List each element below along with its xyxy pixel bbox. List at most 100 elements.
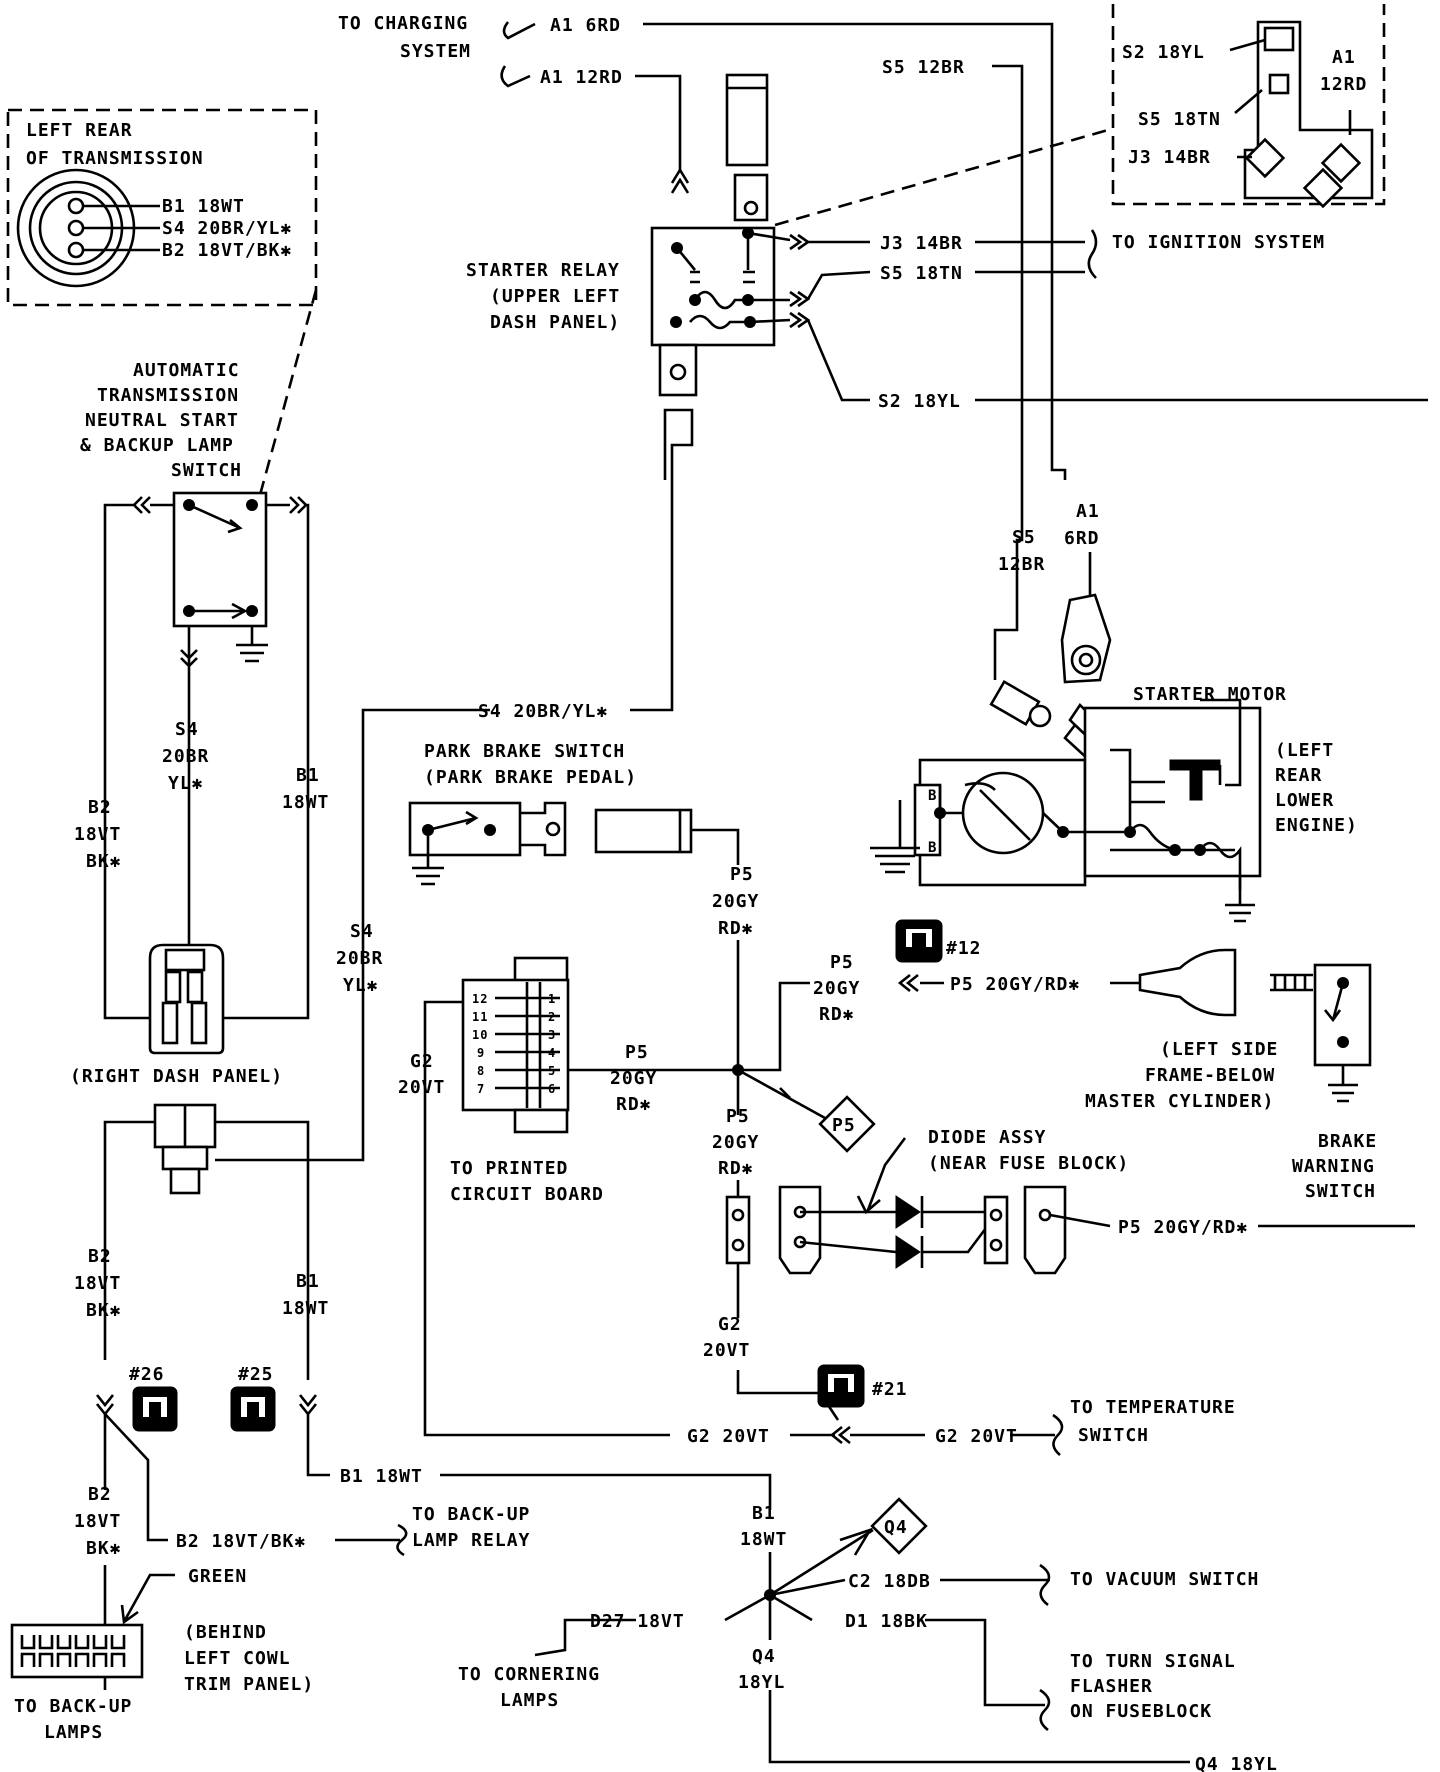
dash-panel-label: DASH PANEL) <box>490 312 620 333</box>
of-transmission-label: OF TRANSMISSION <box>26 148 204 169</box>
printed-label-2: CIRCUIT BOARD <box>450 1184 604 1205</box>
p5-label-a: P5 <box>730 864 754 885</box>
pcb-pin-6: 6 <box>548 1082 556 1096</box>
b2-label-c2: BK✱ <box>86 1300 122 1321</box>
pcb-pin-1: 1 <box>548 992 556 1006</box>
pcb-pin-4: 4 <box>548 1046 556 1060</box>
b2-lower-label-c: BK✱ <box>86 1538 122 1559</box>
printed-label-1: TO PRINTED <box>450 1158 568 1179</box>
b2-label-c: BK✱ <box>86 851 122 872</box>
p5-upper-c: RD✱ <box>819 1004 855 1025</box>
pcb-connector <box>423 956 670 1437</box>
pcb-pin-5: 5 <box>548 1064 556 1078</box>
starter-relay <box>650 226 811 397</box>
connector-21-icon <box>817 1364 865 1408</box>
g2-label-a: G2 <box>410 1051 434 1072</box>
g2-lower-b: 20VT <box>703 1340 750 1361</box>
s4-vertical-wire <box>630 408 694 712</box>
j3-14br-label: J3 14BR <box>880 233 963 254</box>
connector-25-label: #25 <box>238 1364 274 1385</box>
flasher-label: FLASHER <box>1070 1676 1153 1697</box>
wire-a1-6rd-label: A1 6RD <box>550 15 621 36</box>
left-side-frame-2: FRAME-BELOW <box>1145 1065 1275 1086</box>
auto-label-3: NEUTRAL START <box>85 410 239 431</box>
p5-lower-c: RD✱ <box>718 1158 754 1179</box>
auto-label-5: SWITCH <box>171 460 242 481</box>
pcb-pin-11: 11 <box>472 1010 488 1024</box>
d27-label: D27 18VT <box>590 1611 685 1632</box>
green-connector <box>10 1573 175 1679</box>
p5-right-label: P5 20GY/RD✱ <box>1118 1217 1248 1238</box>
relay-plug <box>725 73 769 222</box>
starter-motor-label: STARTER MOTOR <box>1133 684 1287 705</box>
brake-warning-2: WARNING <box>1292 1156 1375 1177</box>
brake-warning-switch <box>1138 948 1372 1103</box>
b1-q-label-a: B1 <box>752 1503 776 1524</box>
p5-upper-b: 20GY <box>813 978 860 999</box>
p5-20gy-rd-label: P5 20GY/RD✱ <box>950 974 1080 995</box>
a1-vertical-b: 6RD <box>1064 528 1100 549</box>
q4-junction <box>534 1527 1190 1764</box>
b2-label-b: 18VT <box>74 824 121 845</box>
svg-text:B: B <box>928 788 937 804</box>
behind-label-1: (BEHIND <box>184 1622 267 1643</box>
behind-label-2: LEFT COWL <box>184 1648 291 1669</box>
s4-mid-label-b: 20BR <box>336 948 383 969</box>
pin-b1-label: B1 18WT <box>162 196 245 217</box>
pcb-pin-8: 8 <box>477 1064 485 1078</box>
g2-lower-a: G2 <box>718 1314 742 1335</box>
system-label: SYSTEM <box>400 41 471 62</box>
pcb-pin-9: 9 <box>477 1046 485 1060</box>
lamp-relay-label: LAMP RELAY <box>412 1530 530 1551</box>
park-pedal-label: (PARK BRAKE PEDAL) <box>424 767 637 788</box>
s4-mid-label-a: S4 <box>350 921 374 942</box>
to-temp-label: TO TEMPERATURE <box>1070 1397 1236 1418</box>
lower-dash-connector <box>103 708 490 1380</box>
right-dash-label: (RIGHT DASH PANEL) <box>70 1066 283 1087</box>
left-rear-engine-4: ENGINE) <box>1275 815 1358 836</box>
c2-18db-label: C2 18DB <box>848 1571 931 1592</box>
neutral-start-switch <box>103 491 310 1020</box>
left-rear-engine-1: (LEFT <box>1275 740 1334 761</box>
g2-20vt-right-label: G2 20VT <box>935 1426 1018 1447</box>
connector-21-label: #21 <box>872 1379 908 1400</box>
starter-motor: B B <box>870 552 1262 923</box>
s4-label-b: 20BR <box>162 746 209 767</box>
b2-label-a2: B2 <box>88 1246 112 1267</box>
left-side-frame-3: MASTER CYLINDER) <box>1085 1091 1274 1112</box>
auto-label-1: AUTOMATIC <box>133 360 240 381</box>
inset-j3-label: J3 14BR <box>1128 147 1211 168</box>
brake-warning-3: SWITCH <box>1305 1181 1376 1202</box>
b1-label-b2: 18WT <box>282 1298 329 1319</box>
upper-left-label: (UPPER LEFT <box>490 286 620 307</box>
p5-diamond-icon <box>818 1095 876 1153</box>
b2-label-b2: 18VT <box>74 1273 121 1294</box>
pcb-p5-b: 20GY <box>610 1068 657 1089</box>
park-brake-label: PARK BRAKE SWITCH <box>424 741 625 762</box>
left-side-frame-1: (LEFT SIDE <box>1160 1039 1278 1060</box>
to-ignition-label: TO IGNITION SYSTEM <box>1112 232 1325 253</box>
p5-upper-a: P5 <box>830 952 854 973</box>
backup-lamp-wires <box>95 1394 772 1690</box>
b1-label-a2: B1 <box>296 1271 320 1292</box>
s5-vertical-a: S5 <box>1012 527 1036 548</box>
b1-q-label-b: 18WT <box>740 1529 787 1550</box>
s4-mid-label: S4 20BR/YL✱ <box>478 701 608 722</box>
lamps-label: LAMPS <box>44 1722 103 1743</box>
to-cornering-label: TO CORNERING <box>458 1664 600 1685</box>
b2-18vtbk-label: B2 18VT/BK✱ <box>176 1531 306 1552</box>
p5-lower-b: 20GY <box>712 1132 759 1153</box>
switch-label: SWITCH <box>1078 1425 1149 1446</box>
s2-18yl-label: S2 18YL <box>878 391 961 412</box>
pin-b2-label: B2 18VT/BK✱ <box>162 240 292 261</box>
transmission-inset <box>6 108 318 496</box>
p5-diamond-label: P5 <box>832 1115 856 1136</box>
pcb-pin-3: 3 <box>548 1028 556 1042</box>
diode-assy <box>725 1137 1415 1318</box>
brake-warning-1: BRAKE <box>1318 1131 1377 1152</box>
connector-12-icon <box>895 919 943 963</box>
pcb-p5-a: P5 <box>625 1042 649 1063</box>
relay-output-wires <box>806 64 1428 680</box>
to-backup-relay-label: TO BACK-UP <box>412 1504 530 1525</box>
a1-vertical-a: A1 <box>1076 501 1100 522</box>
